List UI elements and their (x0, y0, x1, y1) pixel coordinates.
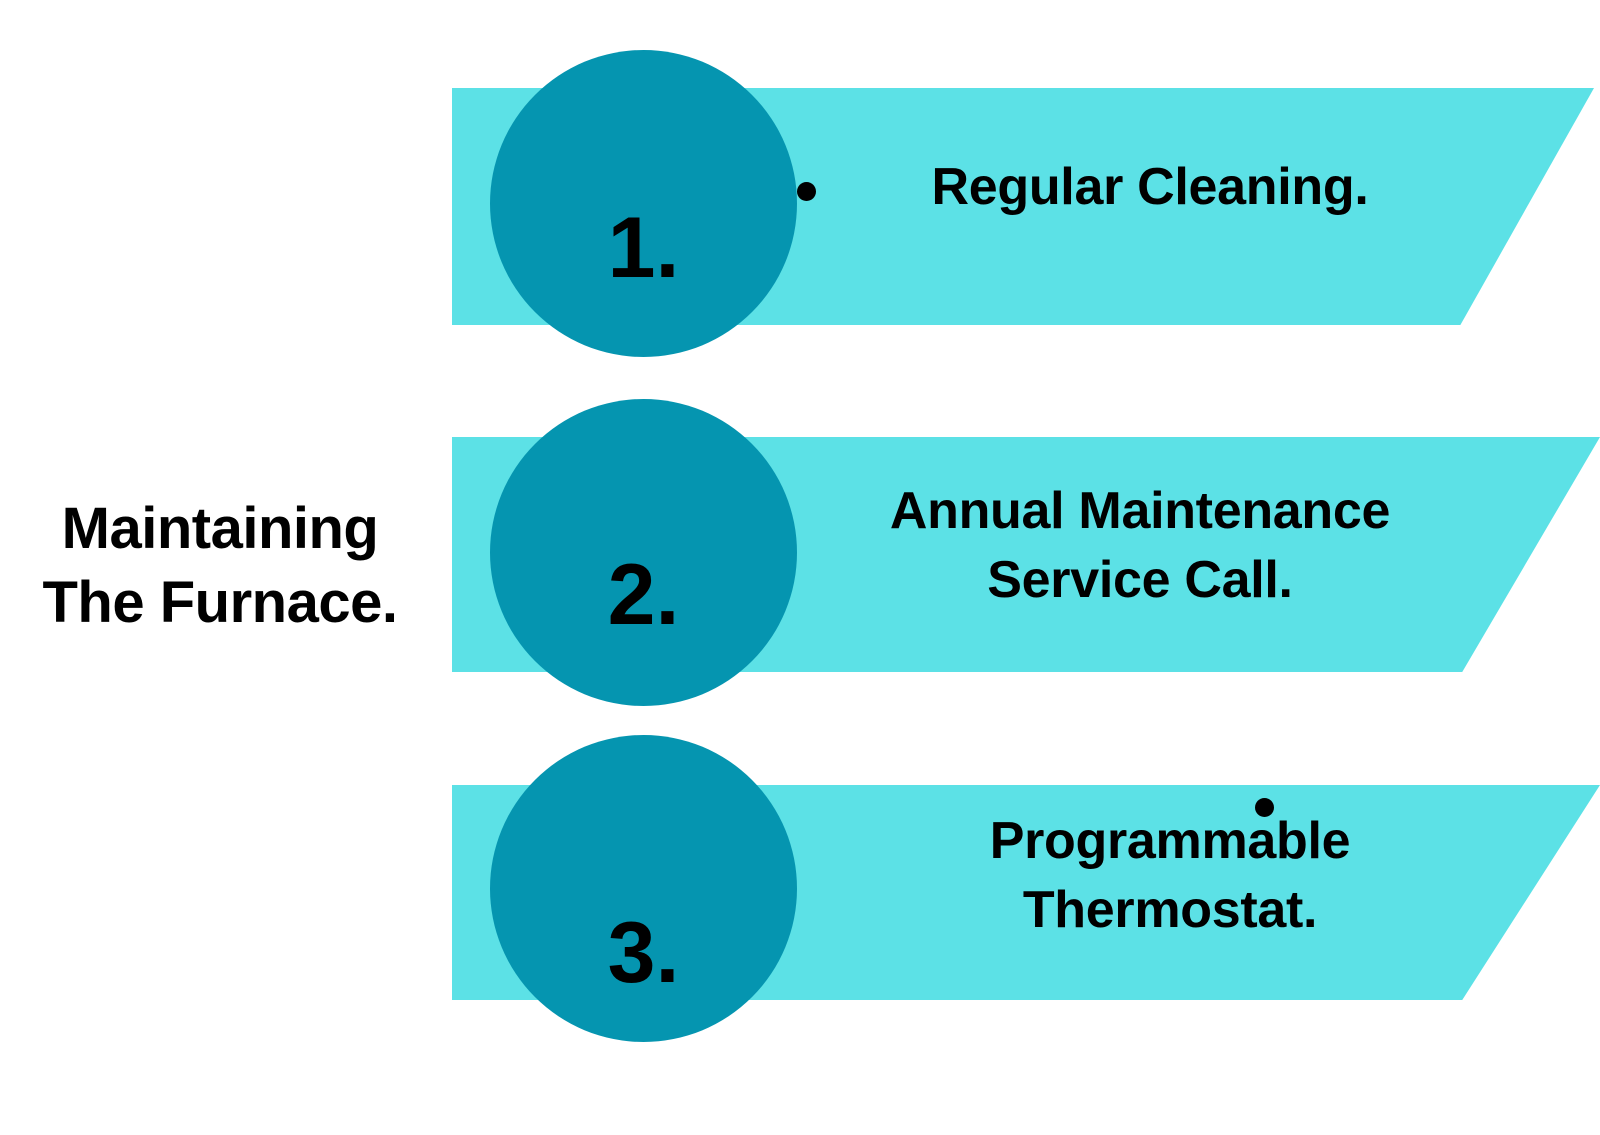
step-circle-1: 1. (490, 50, 797, 357)
step-circle-3: 3. (490, 735, 1274, 1042)
step-number-3: 3. (607, 905, 680, 1001)
bullet-dot-icon-3 (1255, 798, 1274, 817)
step-number-1: 1. (607, 200, 680, 296)
step-row-3: 3. Programmable Thermostat. (0, 735, 1600, 1042)
step-label-2: Annual Maintenance Service Call. (889, 482, 1391, 609)
bullet-dot-icon-1 (797, 182, 816, 201)
step-row-1: 1. Regular Cleaning. (0, 50, 1600, 357)
step-circle-2: 2. (490, 399, 797, 706)
step-label-3: Programmable Thermostat. (989, 812, 1351, 939)
step-label-1: Regular Cleaning. (931, 158, 1369, 216)
step-row-2: 2. Annual Maintenance Service Call. (0, 399, 1600, 706)
step-number-2: 2. (607, 547, 680, 643)
page-title: Maintaining The Furnace. (42, 496, 398, 636)
